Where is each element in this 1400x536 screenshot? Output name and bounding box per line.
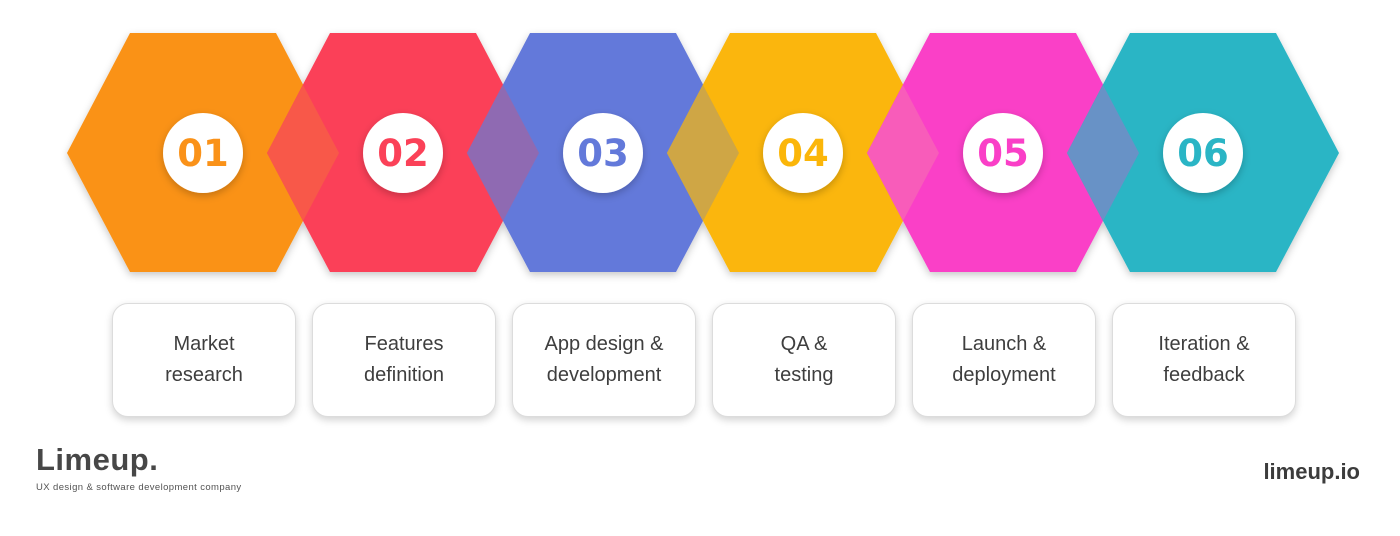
step-number-3: 03 xyxy=(577,132,629,175)
step-label-card-6: Iteration & feedback xyxy=(1112,303,1296,417)
step-label-card-4: QA & testing xyxy=(712,303,896,417)
step-number-circle-2 xyxy=(363,113,443,193)
step-label-card-2: Features definition xyxy=(312,303,496,417)
hexagon-band: 01 02 03 04 05 06 xyxy=(67,33,1339,272)
website-url: limeup.io xyxy=(1263,459,1360,484)
logo-wordmark: Limeup. xyxy=(36,442,159,477)
company-logo: Limeup. UX design & software development… xyxy=(36,442,242,493)
step-label-line: development xyxy=(546,364,662,386)
step-label-line: deployment xyxy=(952,364,1056,386)
step-number-circle-5 xyxy=(963,113,1043,193)
step-label-card-3: App design & development xyxy=(512,303,696,417)
step-number-5: 05 xyxy=(977,132,1029,175)
junction-diamond-4-5 xyxy=(867,85,939,221)
step-label-line: Market xyxy=(173,333,235,355)
step-label-card-1: Market research xyxy=(112,303,296,417)
step-number-1: 01 xyxy=(177,132,229,175)
step-number-circle-6 xyxy=(1163,113,1243,193)
step-label-line: App design & xyxy=(544,333,664,355)
step-number-circle-4 xyxy=(763,113,843,193)
step-number-4: 04 xyxy=(777,132,829,175)
junction-diamond-2-3 xyxy=(467,85,539,221)
step-label-line: Features xyxy=(364,333,444,355)
step-label-line: Iteration & xyxy=(1158,333,1250,355)
step-label-line: QA & xyxy=(780,333,828,355)
logo-tagline: UX design & software development company xyxy=(36,482,242,493)
junction-diamond-3-4 xyxy=(667,85,739,221)
step-number-circle-1 xyxy=(163,113,243,193)
step-label-line: Launch & xyxy=(961,333,1047,355)
step-number-circle-3 xyxy=(563,113,643,193)
junction-diamond-5-6 xyxy=(1067,85,1139,221)
step-label-line: definition xyxy=(363,364,445,386)
step-label-line: research xyxy=(165,364,243,386)
step-label-card-5: Launch & deployment xyxy=(912,303,1096,417)
step-label-line: testing xyxy=(774,364,834,386)
step-number-2: 02 xyxy=(377,132,429,175)
step-label-line: feedback xyxy=(1163,364,1245,386)
step-number-6: 06 xyxy=(1177,132,1229,175)
junction-diamond-1-2 xyxy=(267,85,339,221)
